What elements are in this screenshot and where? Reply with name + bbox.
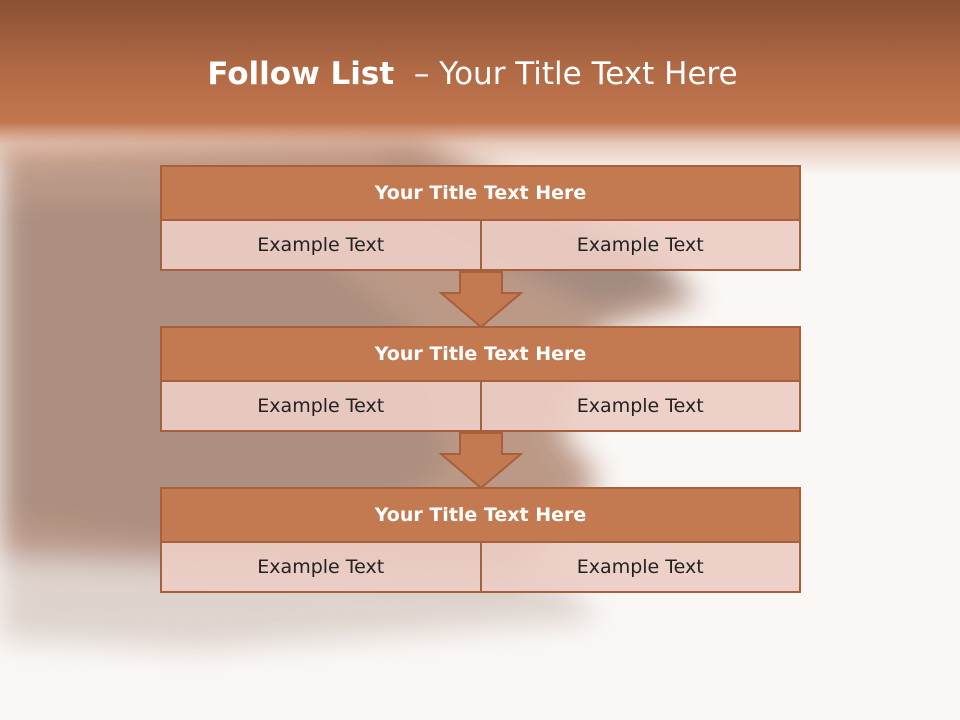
block-row: Example Text Example Text bbox=[160, 543, 801, 593]
block-cell-right: Example Text bbox=[481, 543, 801, 593]
block-cell-left: Example Text bbox=[160, 543, 482, 593]
block-heading: Your Title Text Here bbox=[160, 487, 801, 543]
down-arrow-icon bbox=[439, 432, 523, 490]
block-cell-right: Example Text bbox=[481, 382, 801, 432]
block-cell-left: Example Text bbox=[160, 382, 482, 432]
block-cell-left: Example Text bbox=[160, 221, 482, 271]
list-block-1: Your Title Text Here Example Text Exampl… bbox=[160, 165, 801, 271]
header-band bbox=[0, 0, 960, 175]
block-heading: Your Title Text Here bbox=[160, 165, 801, 221]
block-cell-right: Example Text bbox=[481, 221, 801, 271]
title-rest-part: – Your Title Text Here bbox=[413, 56, 738, 92]
list-block-3: Your Title Text Here Example Text Exampl… bbox=[160, 487, 801, 593]
slide-title: Follow List – Your Title Text Here bbox=[0, 56, 945, 92]
down-arrow-icon bbox=[439, 271, 523, 329]
title-bold-part: Follow List bbox=[207, 56, 395, 92]
list-block-2: Your Title Text Here Example Text Exampl… bbox=[160, 326, 801, 432]
block-row: Example Text Example Text bbox=[160, 382, 801, 432]
block-heading: Your Title Text Here bbox=[160, 326, 801, 382]
block-row: Example Text Example Text bbox=[160, 221, 801, 271]
